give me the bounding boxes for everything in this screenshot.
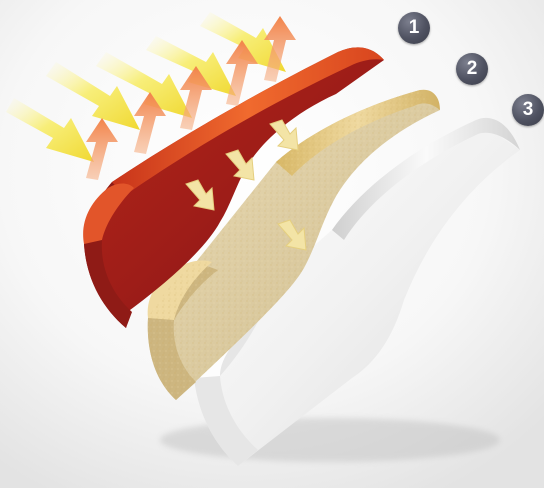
layer-badge-3: 3 <box>512 94 544 126</box>
layer-badge-1: 1 <box>398 12 430 44</box>
layer-badge-2: 2 <box>456 53 488 85</box>
